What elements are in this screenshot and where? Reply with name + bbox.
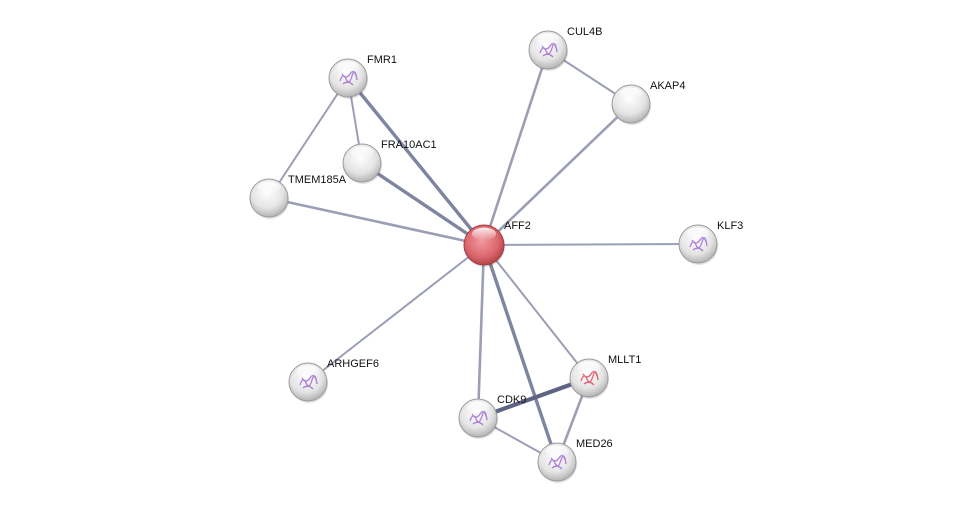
edge-aff2-cdk9[interactable]	[476, 244, 486, 419]
node-highlight	[350, 146, 374, 159]
edge-aff2-cul4b[interactable]	[482, 49, 550, 246]
node-arhgef6[interactable]: ARHGEF6	[288, 358, 379, 403]
node-label: AKAP4	[650, 80, 685, 92]
edge-aff2-tmem185a[interactable]	[268, 196, 485, 247]
edge-aff2-arhgef6[interactable]	[307, 244, 485, 383]
node-label: FMR1	[367, 54, 397, 66]
edge-cdk9-mllt1[interactable]	[477, 376, 590, 420]
edge-aff2-klf3[interactable]	[483, 243, 699, 246]
node-highlight	[296, 365, 320, 378]
edge-aff2-fmr1[interactable]	[346, 76, 486, 247]
node-cdk9[interactable]: CDK9	[458, 394, 526, 439]
node-label: CDK9	[497, 394, 526, 406]
node-label: KLF3	[717, 220, 743, 232]
edge-aff2-mllt1[interactable]	[483, 244, 590, 379]
node-highlight	[686, 227, 710, 240]
node-highlight	[619, 87, 643, 100]
node-highlight	[257, 181, 281, 194]
node-aff2[interactable]: AFF2	[463, 220, 531, 267]
node-highlight	[545, 445, 569, 458]
node-label: TMEM185A	[288, 174, 347, 186]
edge-fmr1-tmem185a[interactable]	[268, 77, 349, 199]
node-label: MLLT1	[608, 354, 641, 366]
edge-aff2-med26[interactable]	[482, 244, 559, 463]
node-label: CUL4B	[567, 26, 602, 38]
node-label: ARHGEF6	[327, 358, 379, 370]
node-tmem185a[interactable]: TMEM185A	[249, 174, 347, 219]
node-highlight	[577, 361, 601, 374]
node-label: AFF2	[504, 220, 531, 232]
node-fmr1[interactable]: FMR1	[328, 54, 397, 99]
node-highlight	[472, 227, 496, 241]
node-label: MED26	[576, 438, 613, 450]
node-label: FRA10AC1	[381, 139, 437, 151]
node-highlight	[536, 33, 560, 46]
edge-aff2-akap4[interactable]	[483, 103, 632, 246]
node-fra10ac1[interactable]: FRA10AC1	[342, 139, 437, 184]
edge-aff2-fra10ac1[interactable]	[361, 161, 485, 247]
node-akap4[interactable]: AKAP4	[611, 80, 685, 125]
node-klf3[interactable]: KLF3	[678, 220, 743, 265]
node-med26[interactable]: MED26	[537, 438, 613, 483]
node-mllt1[interactable]: MLLT1	[569, 354, 641, 399]
node-highlight	[466, 401, 490, 414]
node-highlight	[336, 61, 360, 74]
node-cul4b[interactable]: CUL4B	[528, 26, 602, 71]
